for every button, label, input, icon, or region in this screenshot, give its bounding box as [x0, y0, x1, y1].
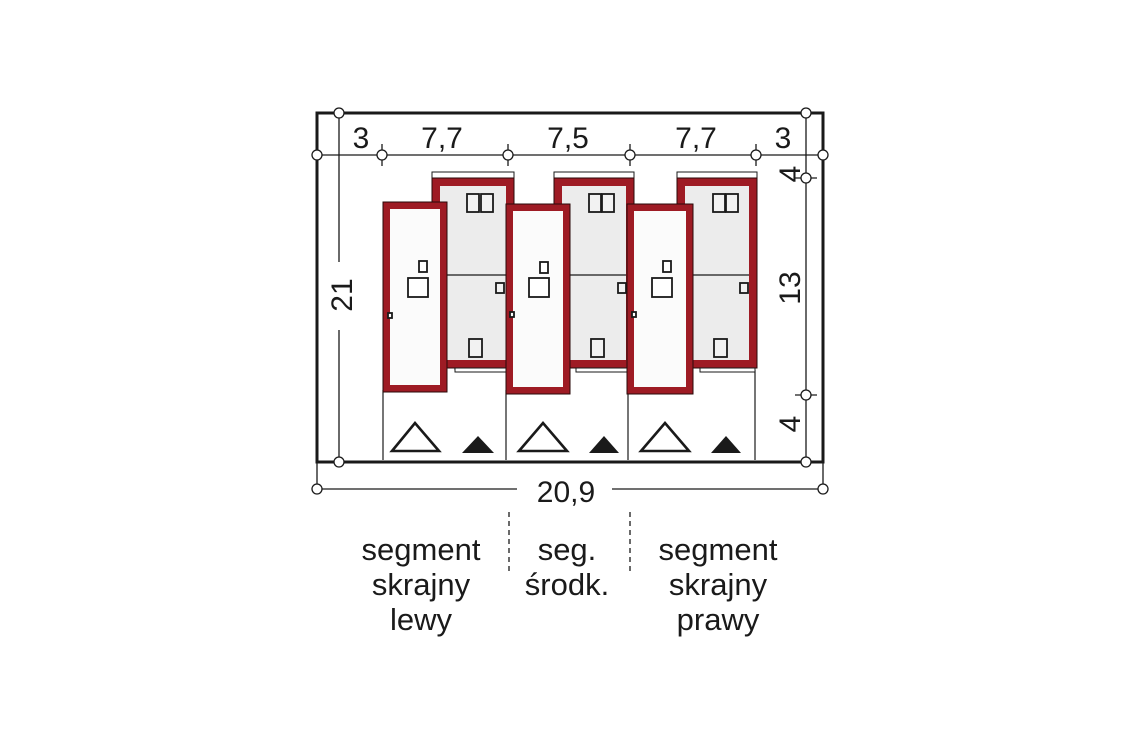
svg-text:segment: segment: [659, 532, 778, 567]
open-triangle-icon: [389, 420, 442, 453]
dimension-node: [817, 149, 829, 161]
dim-left-margin: 3: [353, 122, 370, 155]
svg-text:seg.: seg.: [538, 532, 597, 567]
plot-boundary: [315, 111, 825, 464]
dimension-node: [800, 389, 812, 401]
dimension-node: [333, 456, 345, 468]
svg-text:środk.: środk.: [525, 567, 609, 602]
dimension-node: [333, 107, 345, 119]
filled-triangle-icon: [711, 436, 741, 453]
dim-segment-middle: 7,5: [547, 122, 589, 155]
dimension-node: [750, 149, 762, 161]
dimension-node: [800, 456, 812, 468]
svg-text:skrajny: skrajny: [372, 567, 471, 602]
building-unit-right: [626, 171, 758, 395]
dim-building-depth: 13: [774, 271, 807, 304]
dimension-node: [800, 172, 812, 184]
dim-front-setback: 4: [774, 166, 807, 183]
dim-rear-setback: 4: [774, 416, 807, 433]
entrance-symbols: [389, 420, 741, 453]
bottom-dimension: 20,9: [311, 462, 829, 509]
segment-label-right: segment skrajny prawy: [659, 532, 778, 637]
filled-triangle-icon: [589, 436, 619, 453]
building-unit-middle: [505, 171, 635, 395]
left-dimension: 21: [326, 107, 359, 468]
svg-text:skrajny: skrajny: [669, 567, 768, 602]
dimension-node: [376, 149, 388, 161]
dimension-node: [502, 149, 514, 161]
dimension-node: [817, 483, 829, 495]
right-dimension-chain: 4 13 4: [774, 107, 817, 468]
svg-text:lewy: lewy: [390, 602, 453, 637]
dim-total-depth: 21: [326, 278, 359, 311]
segment-label-left: segment skrajny lewy: [362, 532, 481, 637]
dimension-node: [311, 149, 323, 161]
dimension-node: [624, 149, 636, 161]
svg-text:segment: segment: [362, 532, 481, 567]
top-dimension-chain: 3 7,7 7,5 7,7 3: [311, 122, 829, 166]
open-triangle-icon: [516, 421, 570, 453]
dimension-node: [800, 107, 812, 119]
dimension-node: [311, 483, 323, 495]
open-triangle-icon: [638, 421, 692, 453]
dim-total-width: 20,9: [537, 476, 595, 509]
dim-segment-right: 7,7: [675, 122, 717, 155]
segment-label-middle: seg. środk.: [525, 532, 609, 602]
dim-segment-left: 7,7: [421, 122, 463, 155]
svg-text:prawy: prawy: [677, 602, 760, 637]
dim-right-margin: 3: [775, 122, 792, 155]
filled-triangle-icon: [462, 436, 494, 453]
building-unit-left: [382, 171, 515, 393]
